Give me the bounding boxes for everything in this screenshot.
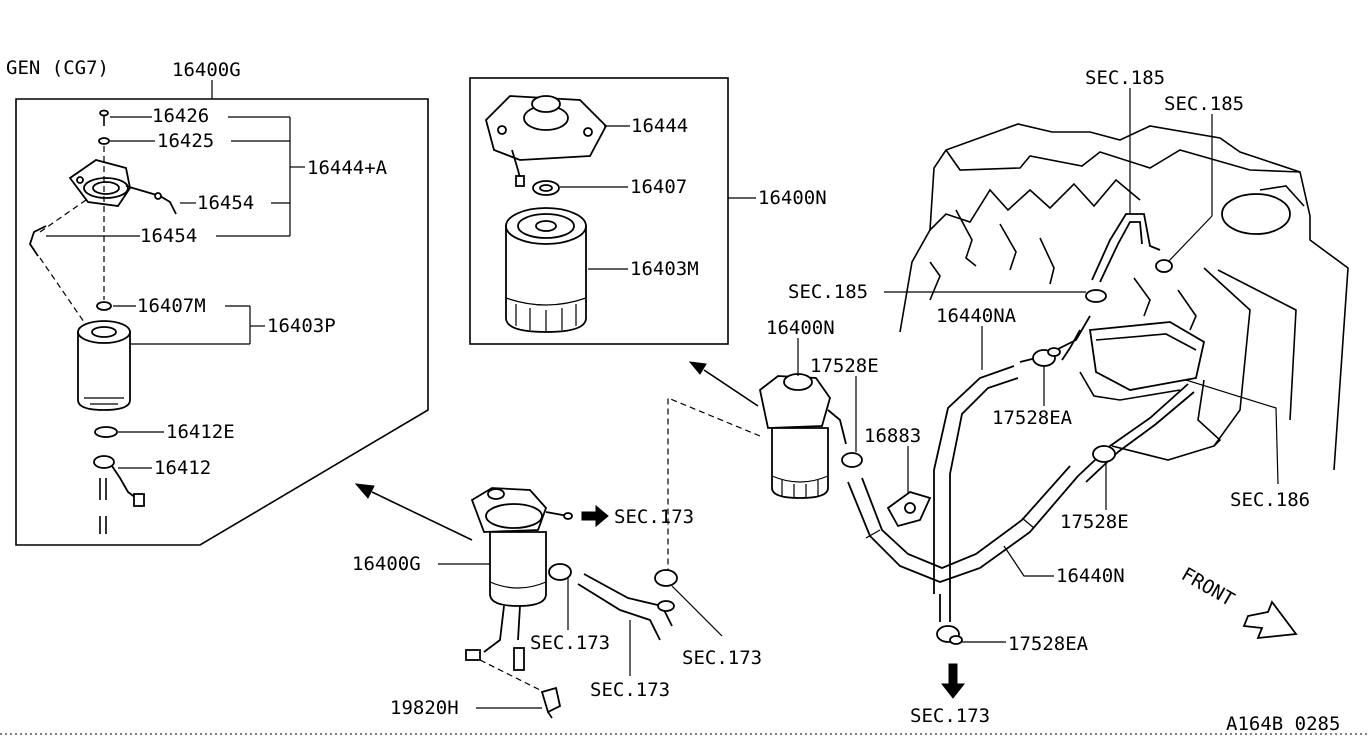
- fuel-hose-g: [577, 573, 675, 641]
- engine-block: [899, 123, 1349, 471]
- label-16400g-main: 16400G: [352, 553, 421, 575]
- label-16440n: 16440N: [1056, 565, 1125, 587]
- label-sec185-a: SEC.185: [1085, 67, 1165, 89]
- label-16444: 16444: [631, 115, 688, 137]
- gen-cg7-inset: GEN (CG7) 16400G 16426 16425 16444+A: [6, 57, 429, 546]
- n-inset-frame: [469, 77, 729, 345]
- label-sec173-outlet: SEC.173: [614, 506, 694, 528]
- pipe-16454-upper: [125, 185, 177, 215]
- gen-inset-frame: [15, 98, 429, 546]
- seal-16407: [532, 180, 560, 196]
- label-16400n-main: 16400N: [766, 317, 835, 339]
- inset-n-assembly-number: 16400N: [758, 187, 827, 209]
- sensor-16883: [886, 491, 932, 528]
- bolt-16426: [99, 109, 109, 126]
- label-16407m: 16407M: [137, 295, 206, 317]
- label-17528e-top: 17528E: [810, 355, 879, 377]
- variant-label: GEN (CG7): [6, 57, 109, 79]
- label-sec173-bottom: SEC.173: [910, 705, 990, 727]
- label-19820h: 19820H: [390, 697, 459, 719]
- clamp-sec173-right: [654, 569, 678, 587]
- label-sec173-right: SEC.173: [682, 647, 762, 669]
- bracket-16444a: [68, 159, 131, 207]
- clamp-17528e-right: [1092, 445, 1116, 463]
- drawing-code: A164B 0285: [1226, 713, 1340, 735]
- label-sec185-c: SEC.185: [788, 281, 868, 303]
- label-sec186: SEC.186: [1230, 489, 1310, 511]
- front-label: FRONT: [1178, 563, 1239, 611]
- label-sec173-clamp: SEC.173: [530, 632, 610, 654]
- inset-gen-assembly-number: 16400G: [172, 59, 241, 81]
- label-16425: 16425: [157, 130, 214, 152]
- bracket-19820h: [540, 686, 562, 719]
- clamp-sec173-g: [548, 563, 572, 581]
- filter-head-16444: [484, 95, 608, 187]
- o-ring-16412e: [94, 426, 118, 438]
- label-16403m: 16403M: [630, 258, 699, 280]
- label-16454-lower: 16454: [140, 225, 197, 247]
- fuel-hose-16440na: [933, 315, 1091, 622]
- n-variant-inset: 16444 16407 16403M 16400N: [469, 77, 827, 345]
- water-sensor-16412: [93, 455, 145, 534]
- seal-16407m: [96, 301, 112, 311]
- clamp-17528e-top: [841, 452, 863, 468]
- label-16426: 16426: [152, 105, 209, 127]
- label-16883: 16883: [864, 425, 921, 447]
- fuel-filter-16400n: [759, 373, 847, 499]
- pipe-16454-lower: [29, 225, 47, 257]
- label-16454-upper: 16454: [197, 192, 254, 214]
- label-17528e-right: 17528E: [1060, 511, 1129, 533]
- arrow-down-sec173: [940, 663, 966, 699]
- washer-16425: [98, 137, 110, 145]
- filter-cartridge-16403m: [505, 207, 587, 333]
- arrow-right-sec173: [581, 504, 609, 528]
- label-16440na: 16440NA: [936, 305, 1017, 327]
- label-16407: 16407: [630, 176, 687, 198]
- label-16412e: 16412E: [166, 421, 235, 443]
- label-17528ea-bottom: 17528EA: [1008, 633, 1089, 655]
- label-sec185-b: SEC.185: [1164, 93, 1244, 115]
- filter-cartridge-16403p: [77, 320, 131, 411]
- label-16403p: 16403P: [267, 315, 336, 337]
- label-16444a: 16444+A: [307, 157, 388, 179]
- label-sec173-hose: SEC.173: [590, 679, 670, 701]
- label-16412: 16412: [154, 457, 211, 479]
- fuel-filter-16400g: [465, 487, 573, 671]
- label-17528ea-mid: 17528EA: [992, 407, 1073, 429]
- fuel-hose-16440n: [847, 465, 1079, 583]
- front-arrow-icon: [1242, 600, 1298, 640]
